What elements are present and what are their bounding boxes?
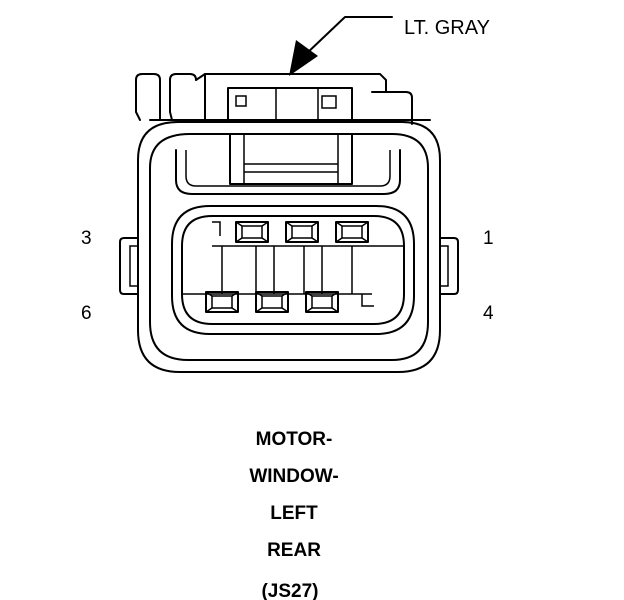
top-latch: [135, 73, 431, 125]
right-lock-tab: [439, 237, 459, 295]
terminal-6: [205, 291, 239, 313]
connector-color-label: LT. GRAY: [404, 17, 490, 39]
connector-housing: [137, 121, 441, 373]
title-line-3: LEFT: [270, 503, 318, 524]
color-leader: [289, 16, 393, 76]
terminal-1: [335, 221, 369, 243]
title-line-4: REAR: [267, 540, 321, 561]
cavity-separators: [182, 221, 404, 307]
connector-code: (JS27): [261, 581, 318, 600]
pin-number-1: 1: [483, 228, 494, 249]
terminal-4: [305, 291, 339, 313]
pin-number-3: 3: [81, 228, 92, 249]
pin-number-6: 6: [81, 303, 92, 324]
terminal-3: [235, 221, 269, 243]
bottom-row-terminals: [205, 291, 339, 313]
arrow-head-icon: [289, 40, 318, 76]
terminal-cavity: [171, 205, 415, 335]
terminal-5: [255, 291, 289, 313]
pin-number-4: 4: [483, 303, 494, 324]
connector-title: MOTOR- WINDOW- LEFT REAR (JS27): [249, 429, 338, 600]
left-lock-tab: [119, 237, 139, 295]
terminal-2: [285, 221, 319, 243]
housing-ribs: [175, 133, 401, 195]
top-row-terminals: [235, 221, 369, 243]
title-line-1: MOTOR-: [256, 429, 333, 450]
title-line-2: WINDOW-: [249, 466, 338, 487]
